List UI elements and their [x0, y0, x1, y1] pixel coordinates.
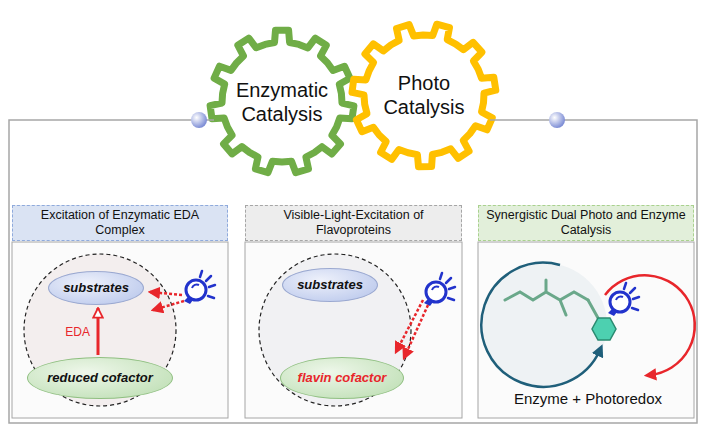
header-box: Excitation of Enzymatic EDA Complex	[12, 205, 228, 241]
node-text: reduced cofactor	[47, 371, 152, 386]
light-arrow	[150, 292, 182, 295]
node-text: Photo Catalysis	[369, 71, 479, 119]
node-text: Enzymatic Catalysis	[227, 78, 337, 126]
panel-box	[12, 242, 228, 418]
panel-box	[245, 242, 462, 418]
node-text: substrates	[297, 278, 363, 293]
frame-line	[9, 120, 697, 423]
node-text: flavin cofactor	[298, 371, 387, 386]
flavin-ellipse: flavin cofactor	[280, 357, 404, 399]
enzyme-pocket	[259, 254, 411, 406]
green-gear	[210, 30, 354, 172]
header-box: Visible-Light-Excitation of Flavoprotein…	[245, 205, 462, 241]
phenyl-ring	[592, 318, 616, 340]
header-box: Synergistic Dual Photo and Enzyme Cataly…	[478, 205, 694, 241]
cofactor-ellipse: reduced cofactor	[27, 357, 173, 399]
panel-box	[478, 242, 694, 418]
substrate-ellipse: substrates	[48, 271, 144, 305]
eda-arrow	[97, 308, 100, 355]
node-text: Synergistic Dual Photo and Enzyme Cataly…	[485, 208, 687, 238]
substrate-molecule	[505, 280, 588, 315]
caption-label: Enzyme + Photoredox	[514, 390, 662, 407]
substrate-ellipse: substrates	[282, 268, 378, 302]
blue-sphere	[549, 112, 565, 128]
node-text: Excitation of Enzymatic EDA Complex	[19, 208, 221, 238]
blue-sphere	[191, 112, 207, 128]
yellow-gear	[352, 24, 496, 167]
photoredox-cycle	[605, 275, 695, 375]
light-bulb	[184, 271, 215, 304]
edge-label: EDA	[65, 325, 90, 339]
gear-label: Enzymatic Catalysis	[227, 72, 337, 132]
node-text: Visible-Light-Excitation of Flavoprotein…	[252, 208, 455, 238]
light-bulb	[424, 273, 455, 306]
light-arrow	[404, 305, 428, 358]
substrate-molecule	[588, 300, 598, 318]
enzyme-cycle	[481, 263, 600, 387]
light-bulb	[608, 283, 639, 316]
node-text: substrates	[63, 281, 129, 296]
gear-label: Photo Catalysis	[369, 65, 479, 125]
enzyme-pocket	[24, 254, 176, 406]
light-arrow	[153, 301, 184, 310]
